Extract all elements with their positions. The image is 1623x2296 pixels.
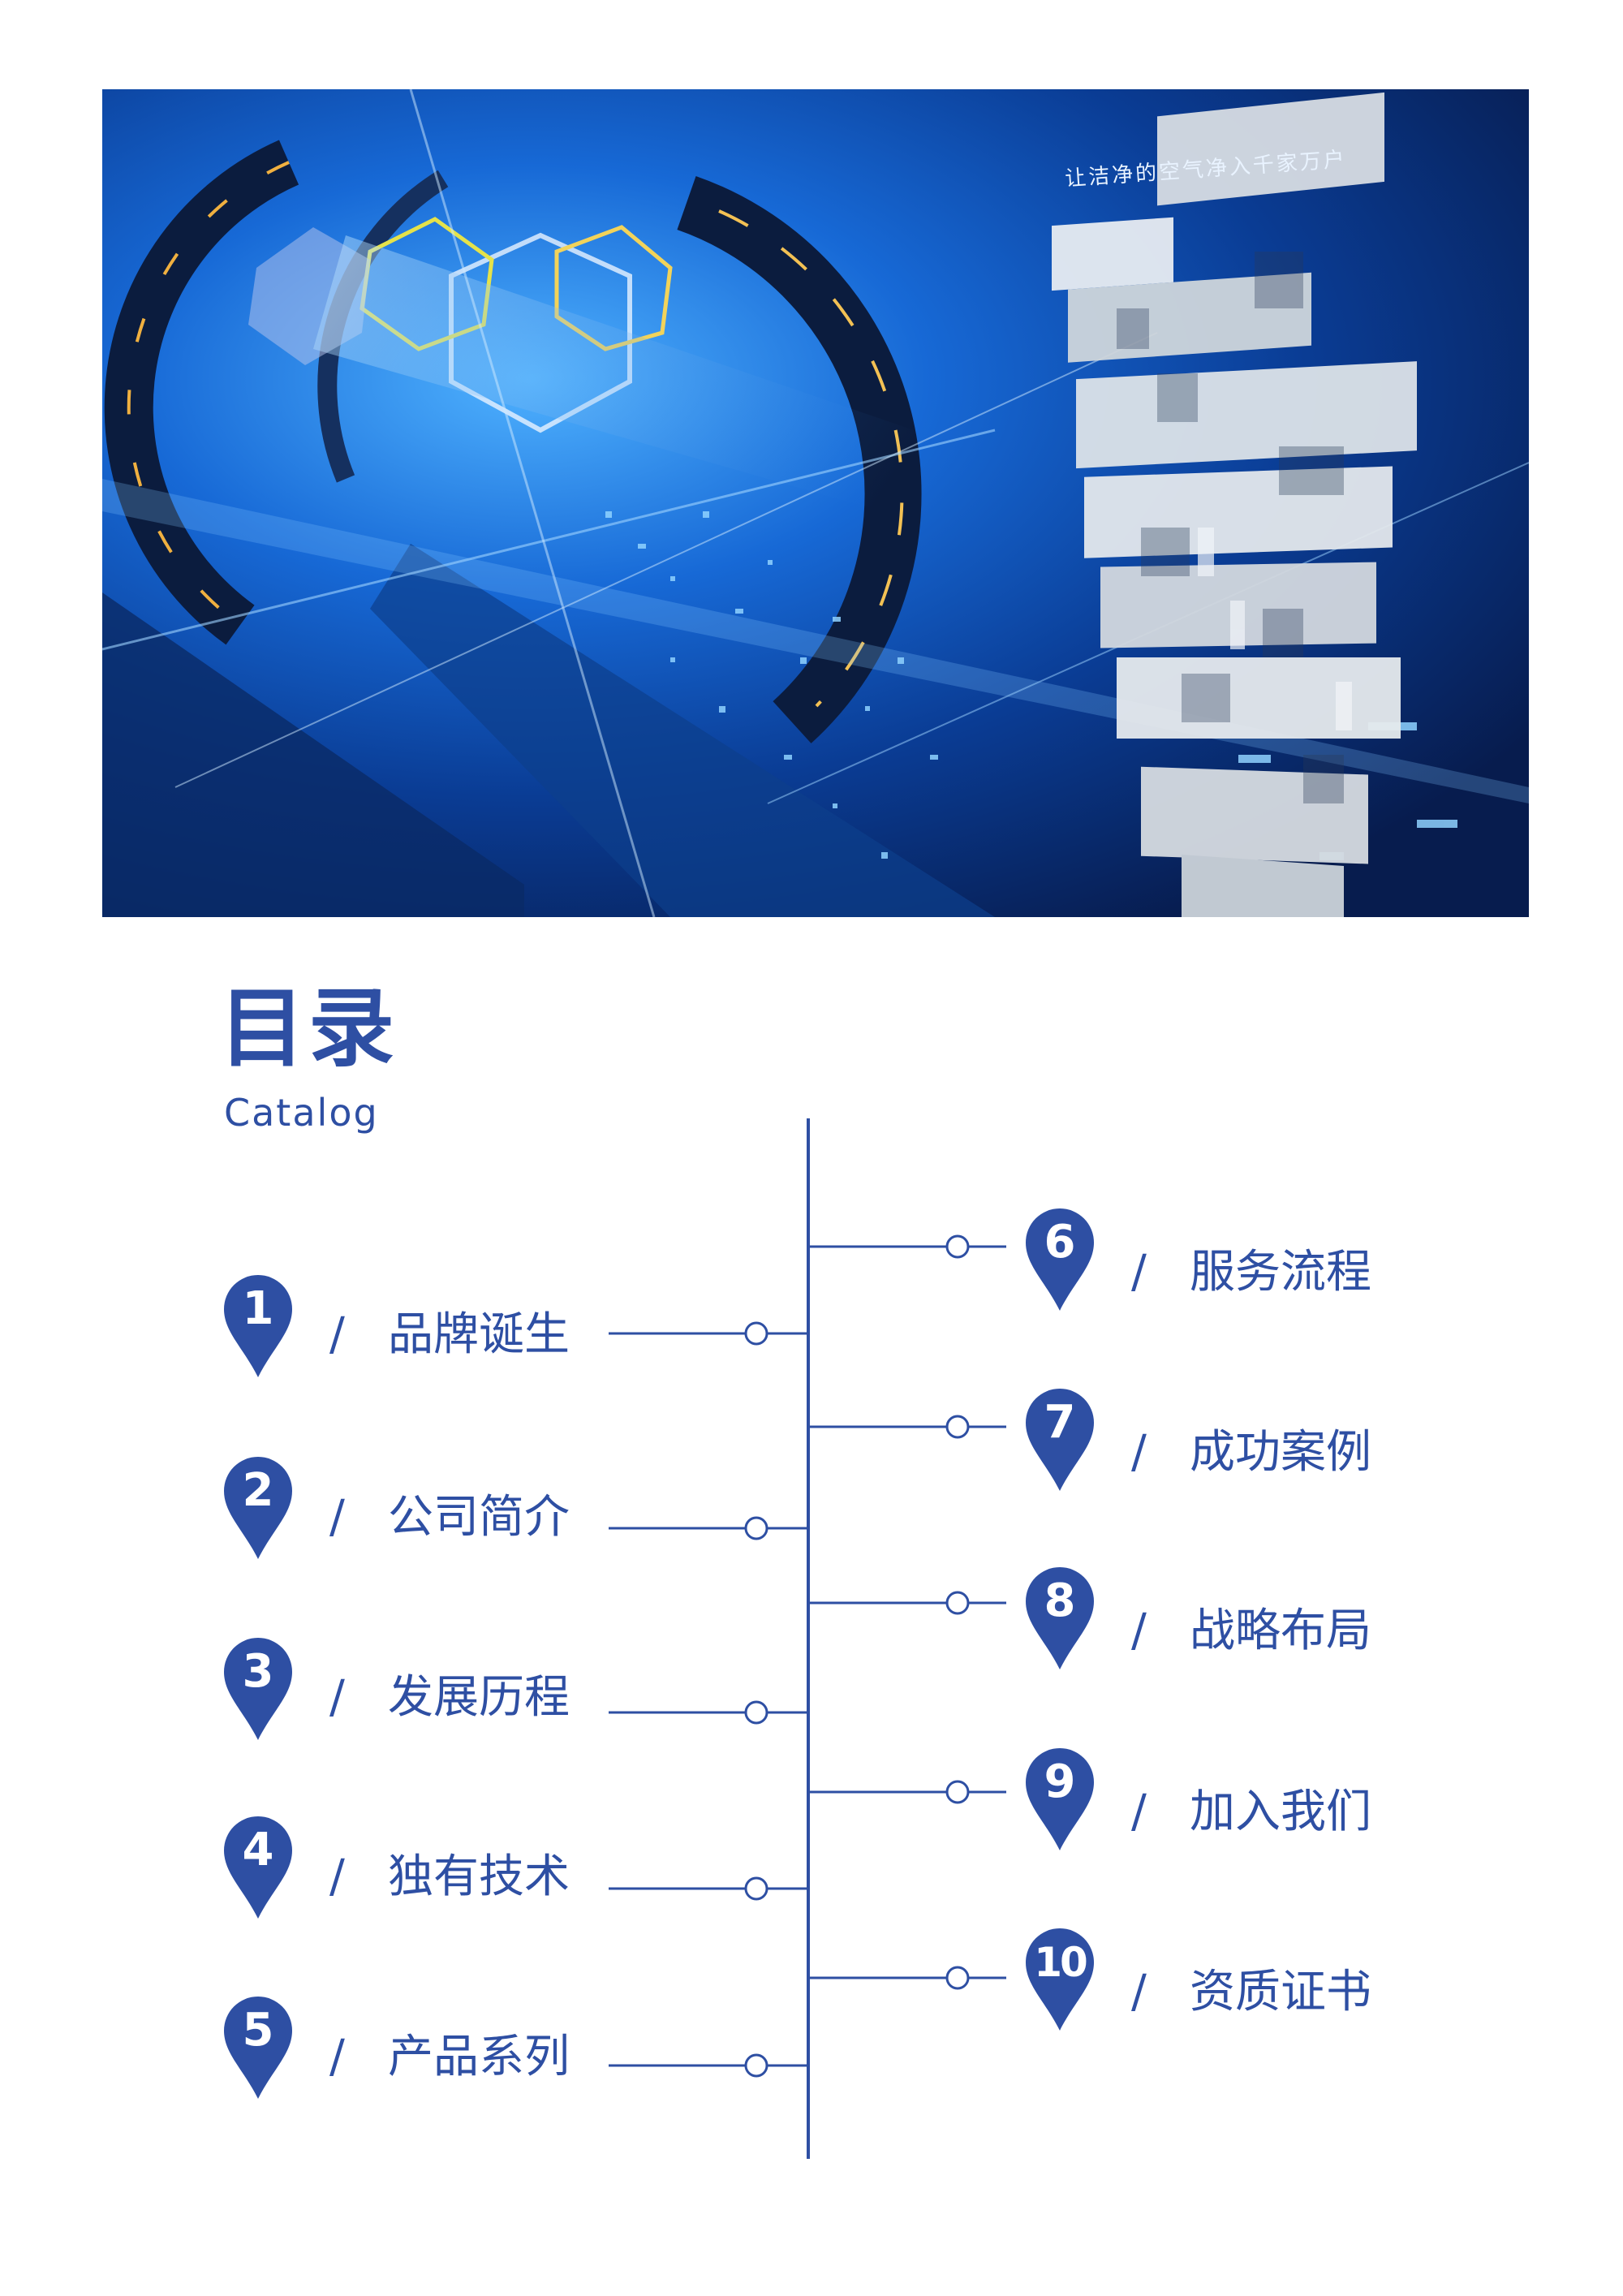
toc-separator: / <box>329 1308 345 1361</box>
right-connector-6 <box>808 1234 1006 1259</box>
left-connector-1 <box>609 1321 808 1346</box>
toc-separator: / <box>1131 1246 1147 1299</box>
toc-item-label: 品牌诞生 <box>388 1308 570 1361</box>
left-connector-4 <box>609 1876 808 1901</box>
toc-separator: / <box>1131 1426 1147 1479</box>
toc-item-label: 服务流程 <box>1190 1246 1371 1299</box>
toc-item-number: 8 <box>1044 1574 1076 1627</box>
toc-item-label: 战略布局 <box>1190 1605 1371 1657</box>
toc-separator: / <box>329 2031 345 2083</box>
toc-separator: / <box>1131 1966 1147 2018</box>
catalog-subtitle: Catalog <box>224 1091 379 1135</box>
toc-item-number: 2 <box>242 1464 274 1517</box>
toc-item-label: 独有技术 <box>388 1850 570 1903</box>
toc-item-number: 10 <box>1034 1939 1088 1986</box>
toc-item-number: 4 <box>242 1824 274 1876</box>
toc-item-label: 资质证书 <box>1190 1966 1371 2018</box>
toc-item-number: 6 <box>1044 1216 1076 1269</box>
catalog-title: 目录 <box>219 979 398 1079</box>
right-connector-7 <box>808 1415 1006 1439</box>
toc-item-label: 加入我们 <box>1190 1786 1371 1838</box>
toc-item-label: 成功案例 <box>1190 1426 1371 1479</box>
right-connector-9 <box>808 1780 1006 1804</box>
left-connector-3 <box>609 1700 808 1725</box>
toc-separator: / <box>329 1491 345 1544</box>
toc-item-number: 9 <box>1044 1755 1076 1808</box>
toc-item-label: 发展历程 <box>388 1671 570 1724</box>
photo-collage <box>1052 92 1417 917</box>
toc-separator: / <box>1131 1786 1147 1838</box>
hero-graphic <box>102 89 1529 917</box>
toc-item-label: 产品系列 <box>388 2031 570 2083</box>
right-connector-8 <box>808 1591 1006 1615</box>
toc-separator: / <box>1131 1605 1147 1657</box>
toc-separator: / <box>329 1671 345 1724</box>
toc-item-number: 3 <box>242 1645 274 1698</box>
toc-item-number: 5 <box>242 2004 274 2057</box>
left-connector-5 <box>609 2053 808 2078</box>
toc-item-number: 7 <box>1044 1396 1076 1449</box>
toc-item-number: 1 <box>242 1282 274 1335</box>
left-connector-2 <box>609 1516 808 1540</box>
right-connector-10 <box>808 1966 1006 1990</box>
toc-item-label: 公司简介 <box>388 1491 570 1544</box>
hero-image: 让洁净的空气净入千家万户 <box>102 89 1529 917</box>
toc-separator: / <box>329 1850 345 1903</box>
